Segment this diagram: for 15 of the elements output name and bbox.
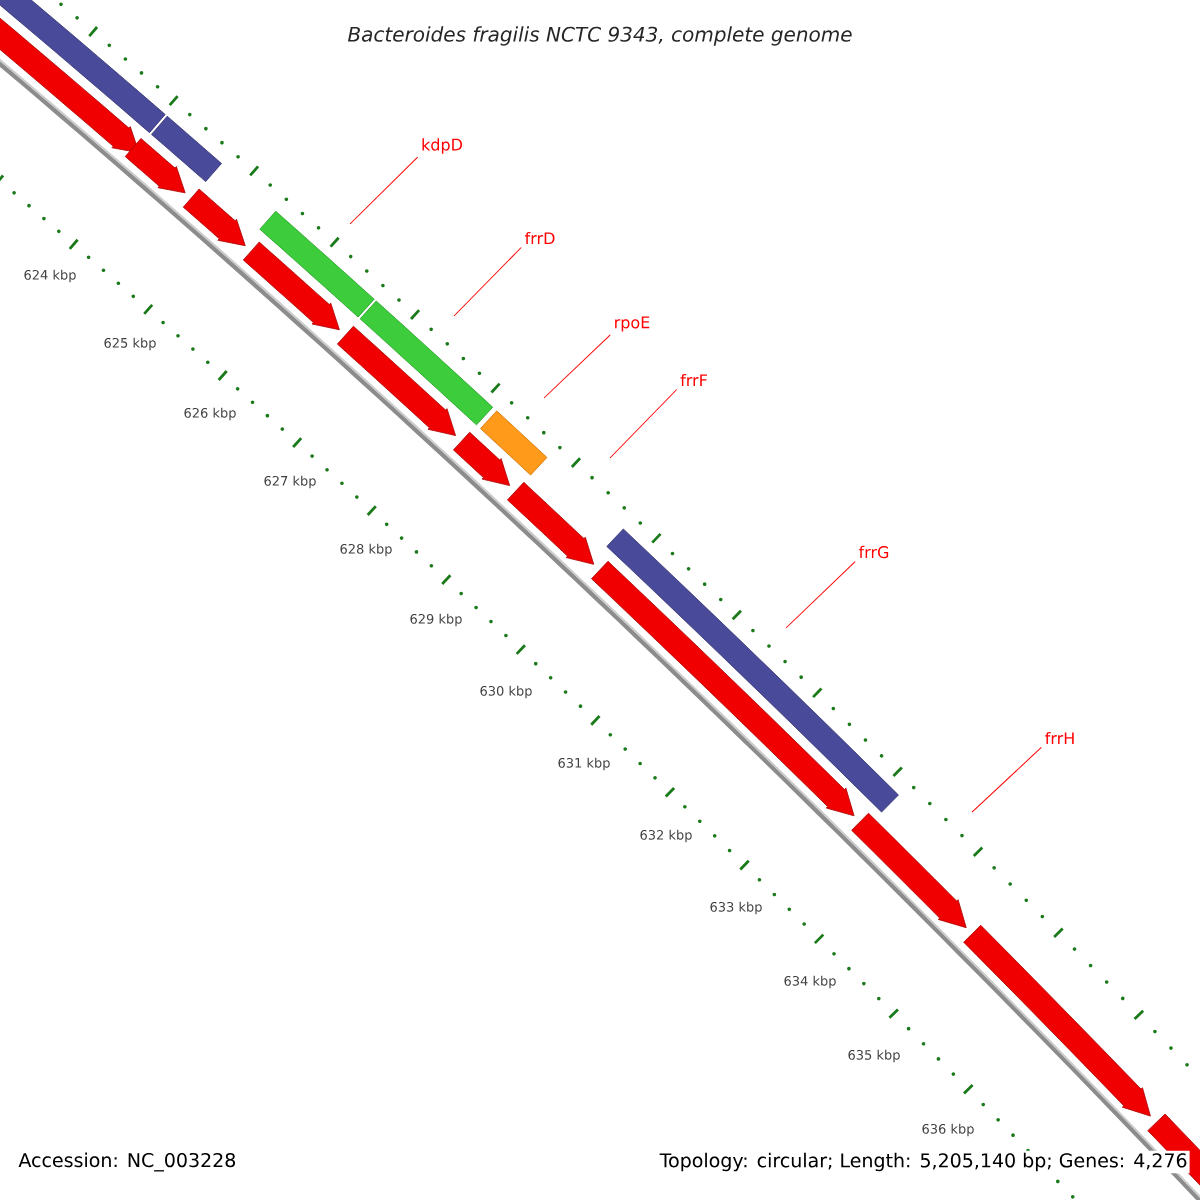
leader-line — [349, 156, 419, 225]
gene-label: kdpD — [422, 138, 463, 154]
accession-text: Accession: NC_003228 — [18, 1152, 236, 1172]
title: Bacteroides fragilis NCTC 9343, complete genome — [347, 26, 852, 46]
gene-label: rpoE — [615, 316, 650, 332]
genome-info-text: Topology: circular; Length: 5,205,140 bp; Genes: 4,276 — [657, 1150, 1190, 1174]
leader-line — [609, 389, 678, 459]
leader-line — [543, 334, 611, 399]
gene-label: frrF — [680, 373, 707, 387]
gene-label: frrG — [858, 545, 889, 559]
leader-line — [453, 247, 522, 317]
leader-line — [785, 561, 856, 629]
gene-label: frrD — [524, 231, 555, 245]
gene-label: frrH — [1045, 731, 1074, 745]
leader-line — [971, 747, 1042, 813]
